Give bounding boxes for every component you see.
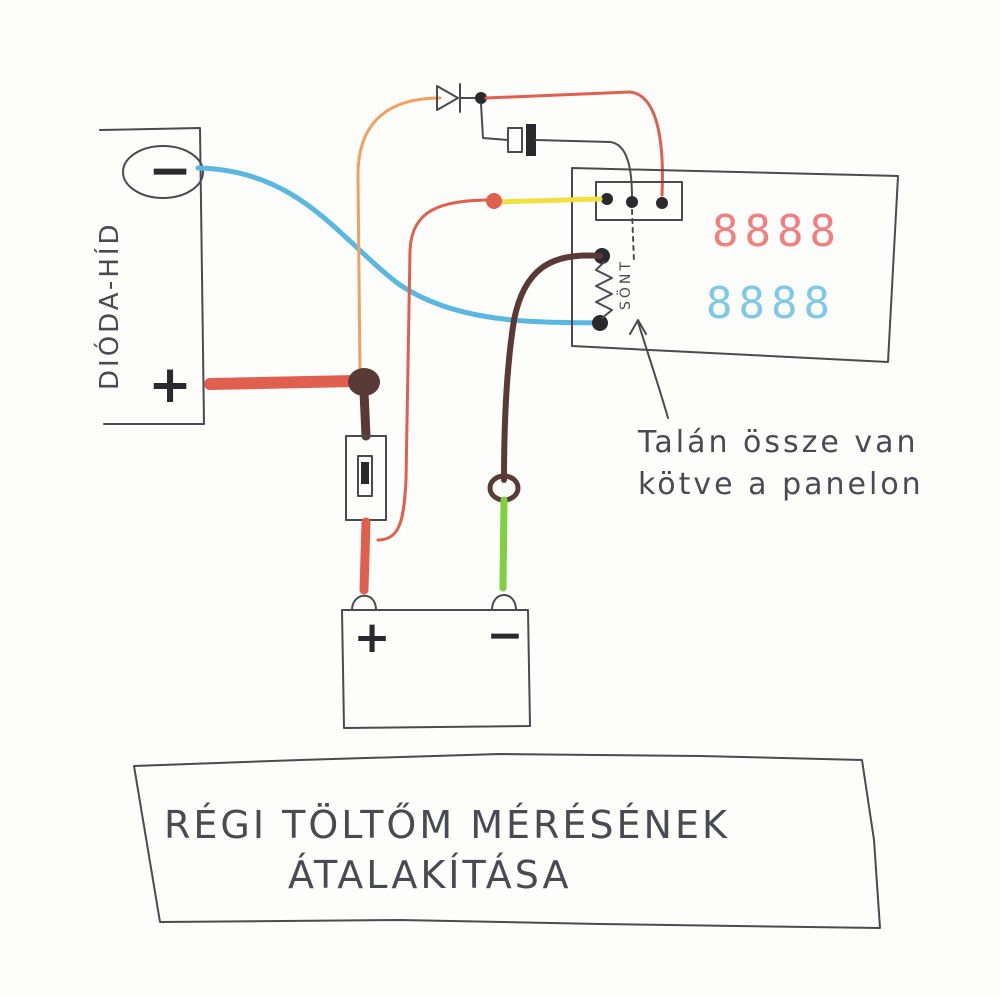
junction-to-switch (359, 387, 371, 441)
battery-plus-post (351, 594, 377, 611)
title-line-1: RÉGI TÖLTŐM MÉRÉSÉNEK (164, 803, 730, 847)
plus-junction (348, 368, 380, 396)
brown-wire (501, 252, 603, 483)
title-line-2: ÁTALAKÍTÁSA (288, 853, 572, 897)
battery: + − (341, 594, 531, 729)
switch (345, 435, 387, 521)
orange-wire (356, 96, 442, 376)
connector-pin-3 (656, 197, 668, 209)
capacitor (480, 103, 633, 199)
diode (436, 83, 487, 113)
diode-red-wire (484, 90, 664, 197)
blue-wire (195, 165, 605, 326)
capacitor-plate (526, 124, 536, 156)
shunt-resistor (595, 261, 613, 319)
diode-bridge: − + DIÓDA-HÍD (93, 127, 205, 425)
capacitor-body (507, 127, 523, 153)
diode-node (475, 92, 487, 104)
bridge-minus-terminal (122, 145, 204, 199)
shunt-label: SÖNT (616, 259, 634, 310)
panel-internal-link (631, 209, 635, 263)
switch-knob (361, 462, 369, 484)
bridge-minus-sign: − (148, 141, 192, 201)
battery-plus-sign: + (354, 612, 391, 663)
bridge-plus-sign: + (148, 355, 192, 415)
diode-bridge-outline (99, 127, 205, 425)
meter-panel: SÖNT 8888 8888 (571, 167, 899, 363)
thin-red-wire (376, 198, 494, 542)
yellow-wire (493, 196, 603, 205)
switch-slot (357, 455, 373, 497)
battery-minus-sign: − (487, 610, 524, 661)
annotation-line-2: kötve a panelon (638, 467, 924, 502)
title-box-outline (133, 753, 881, 929)
connector-pin-1 (601, 193, 613, 205)
bridge-plus-red-wire (204, 375, 361, 390)
annotation-arrow (629, 319, 669, 419)
red-wire-node (486, 193, 502, 209)
shunt-bottom-terminal (592, 315, 608, 331)
blue-display: 8888 (706, 278, 836, 329)
panel-outline (571, 167, 899, 363)
battery-plus-red-wire (359, 517, 371, 595)
title-box: RÉGI TÖLTŐM MÉRÉSÉNEK ÁTALAKÍTÁSA (133, 753, 881, 929)
connector-pin-2 (626, 196, 638, 208)
battery-outline (341, 609, 531, 729)
capacitor-lead-right (535, 139, 633, 199)
red-display: 8888 (712, 206, 842, 257)
green-wire (499, 496, 508, 592)
capacitor-lead-left (480, 103, 509, 141)
annotation: Talán össze van kötve a panelon (629, 319, 924, 502)
bridge-label: DIÓDA-HÍD (93, 221, 125, 390)
battery-minus-post (491, 594, 517, 611)
annotation-line-1: Talán össze van (637, 425, 919, 460)
diode-triangle (436, 85, 459, 111)
